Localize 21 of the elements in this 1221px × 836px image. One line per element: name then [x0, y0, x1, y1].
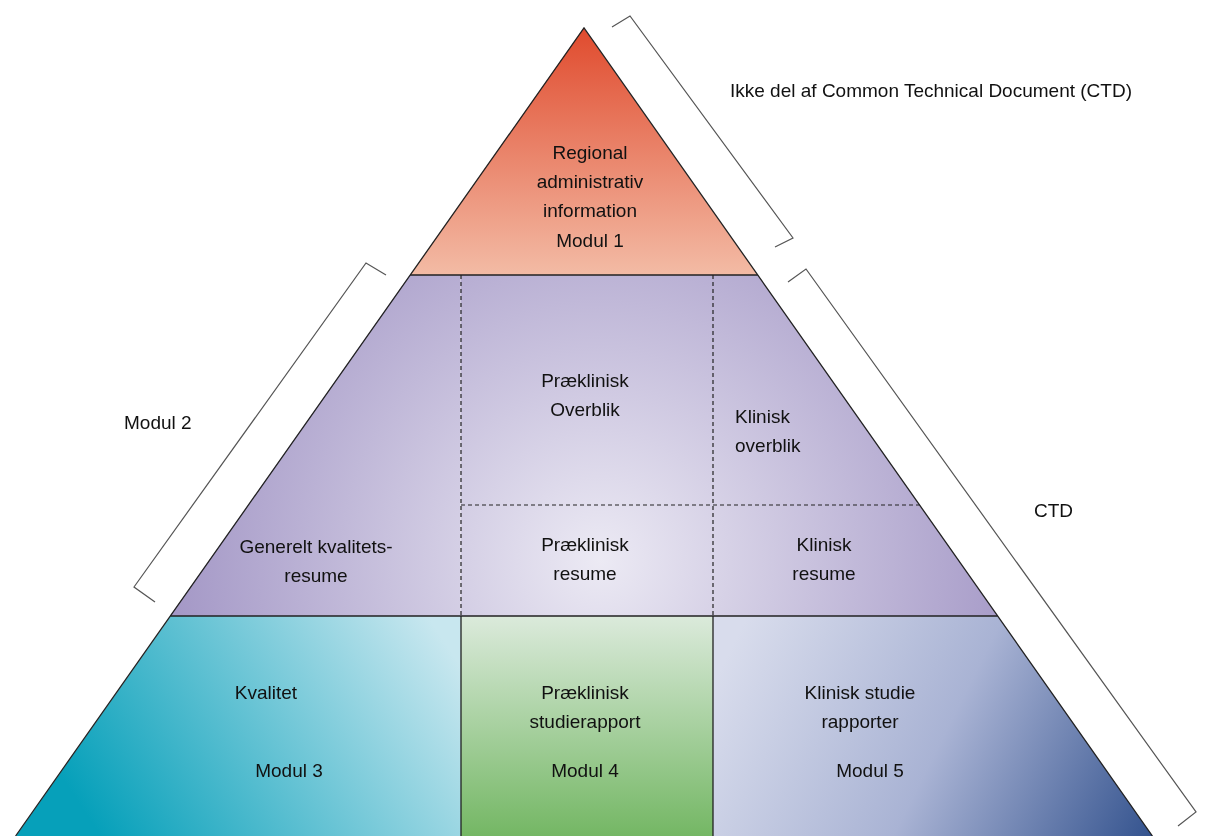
- annotation-text: Modul 2: [124, 412, 192, 434]
- section-label: Modul 1: [555, 229, 625, 253]
- section-label: Klinisk studie rapporter: [803, 681, 917, 734]
- pyramid-section: [713, 275, 920, 505]
- annotation-text: CTD: [1034, 500, 1074, 522]
- section-label: Præklinisk resume: [540, 533, 630, 586]
- section-label: Modul 3: [254, 759, 324, 783]
- section-label: Klinisk resume: [791, 533, 857, 586]
- annotation-text: Ikke del af Common Technical Document (CTD): [730, 80, 1132, 102]
- section-label: Præklinisk studierapport: [528, 681, 642, 734]
- pyramid-section: [461, 616, 713, 836]
- section-label: Modul 5: [835, 759, 905, 783]
- section-label: Klinisk overblik: [735, 405, 802, 458]
- pyramid-section: [461, 275, 713, 505]
- pyramid-section: [15, 616, 461, 836]
- section-label: Modul 4: [550, 759, 620, 783]
- section-label: Præklinisk Overblik: [540, 369, 630, 422]
- section-label: Kvalitet: [233, 681, 299, 705]
- pyramid-section: [461, 505, 713, 616]
- section-label: Generelt kvalitets- resume: [238, 535, 394, 588]
- section-label: Regional administrativ information: [535, 141, 645, 223]
